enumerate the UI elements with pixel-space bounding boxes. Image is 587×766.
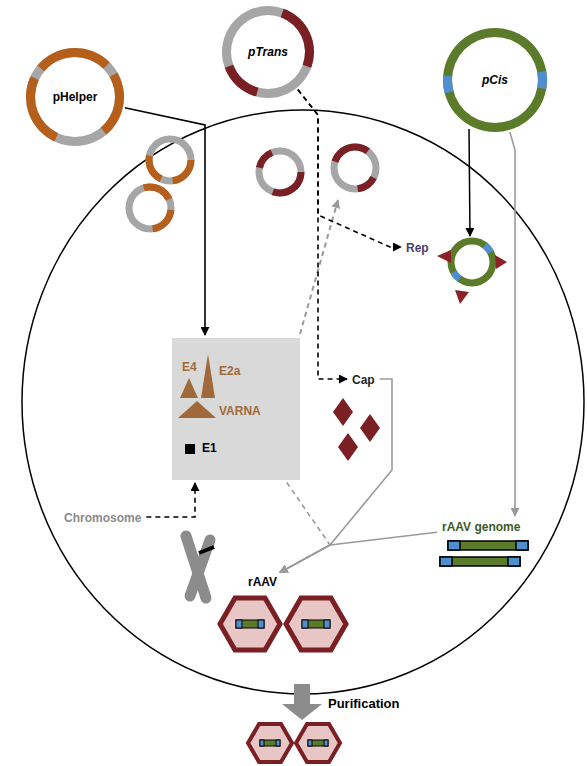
flow-connector [280, 532, 437, 572]
genome-bars [440, 541, 528, 566]
itr-end [324, 620, 330, 628]
itr-end [508, 557, 520, 566]
cap-diamond [360, 414, 380, 442]
plasmid-segment [443, 75, 453, 93]
protein-label: Rep [404, 240, 431, 256]
genome-bar [448, 541, 528, 550]
plasmid-backbone [222, 6, 314, 98]
plasmid-segment [26, 76, 58, 141]
purification-arrow [282, 684, 322, 720]
plasmid-segment [537, 71, 547, 89]
capsids [220, 598, 346, 650]
rep-proteins [437, 250, 507, 304]
cap-diamond [338, 433, 358, 461]
plasmid-backbone [26, 48, 124, 146]
itr-end [276, 740, 280, 746]
plasmid-backbone [451, 241, 493, 283]
plasmid-itr [451, 241, 493, 283]
plasmid-backbone [443, 28, 547, 132]
flow-connector [298, 90, 401, 247]
plasmid-genes [149, 139, 191, 181]
plasmid-segment [225, 65, 259, 97]
protein-label: Rep [406, 241, 429, 255]
plasmid-genes [259, 151, 301, 193]
flow-connector [510, 132, 515, 516]
plasmid-genes [129, 187, 171, 229]
packaged-genome [308, 740, 328, 746]
product-label: rAAV [246, 574, 279, 590]
itr-end [324, 740, 328, 746]
e1-locus [199, 547, 214, 553]
plasmid-circle: pHelper [26, 48, 124, 146]
itr-end [260, 740, 264, 746]
genome-label: rAAV genome [442, 520, 520, 534]
capsid-hexagon [296, 724, 340, 762]
gene-product [185, 444, 195, 454]
flow-connector [280, 482, 330, 572]
helper-gene-box: E4 E2aVARNA E1 [172, 338, 300, 480]
step-label: Purification [328, 696, 400, 711]
capsid-hexagon [220, 598, 280, 650]
flow-connector [298, 90, 347, 379]
gene-name: VARNA [219, 404, 261, 418]
itr-end [516, 541, 528, 550]
cis-plasmid-copy [451, 241, 493, 283]
itr-end [308, 740, 312, 746]
chromosome-figure [186, 536, 214, 598]
plasmid-genes [334, 147, 376, 189]
helper-plasmid-copies [129, 139, 191, 229]
plasmid-backbone [129, 187, 171, 229]
gene-name: E1 [202, 441, 217, 455]
chromosome-label: Chromosome [64, 511, 141, 525]
itr-end [302, 620, 308, 628]
rep-wedge [455, 290, 469, 304]
plasmid-segment [37, 48, 109, 71]
chromosome-label: Chromosome [62, 510, 143, 526]
genome-bar [440, 557, 520, 566]
plasmid-circle: pTrans [222, 6, 314, 98]
transfection-arrow [469, 129, 470, 236]
gene-name: E2a [219, 364, 240, 378]
plasmid-ring [26, 48, 124, 146]
gene-product [201, 354, 215, 398]
cap-proteins [333, 398, 380, 461]
plasmid-backbone [259, 151, 301, 193]
purified-capsids [248, 724, 340, 762]
helper-activation-arrow [300, 200, 338, 334]
protein-label: Cap [350, 372, 377, 388]
product-label: rAAV [248, 575, 277, 589]
itr-end [440, 557, 452, 566]
genome-label: rAAV genome [440, 519, 522, 535]
capsid-hexagon [286, 598, 346, 650]
packaged-genome [302, 620, 330, 628]
rep-wedge [495, 255, 507, 269]
gene-name: E4 [182, 360, 197, 374]
protein-label: Cap [352, 373, 375, 387]
rep-wedge [437, 250, 451, 263]
flow-connector [146, 483, 195, 517]
itr-end [258, 620, 264, 628]
plasmid-name: pHelper [53, 90, 98, 104]
flow-connector [125, 108, 205, 335]
itr-end [448, 541, 460, 550]
plasmid-name: pTrans [248, 45, 288, 59]
plasmid-circle: pCis [443, 28, 547, 132]
packaged-genome [260, 740, 280, 746]
plasmid-segment [101, 73, 124, 135]
plasmid-name: pCis [482, 73, 508, 87]
plasmid-ring [443, 28, 547, 132]
packaged-genome [236, 620, 264, 628]
gene-product [178, 401, 216, 418]
plasmid-ring [222, 6, 314, 98]
itr-end [236, 620, 242, 628]
gene-product [180, 378, 198, 398]
plasmid-backbone [149, 139, 191, 181]
cell-outline [22, 110, 584, 694]
capsid-hexagon [248, 724, 292, 762]
cap-diamond [333, 398, 353, 426]
plasmid-backbone [334, 147, 376, 189]
